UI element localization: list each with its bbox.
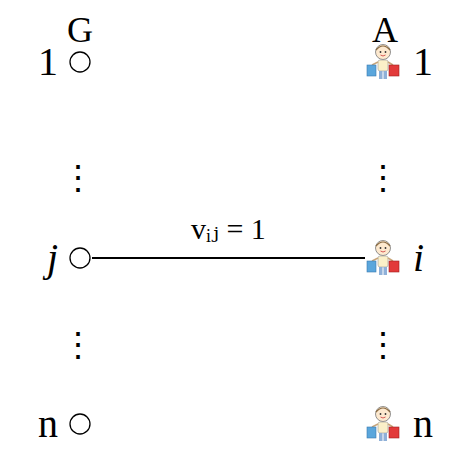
ellipsis-mark: ⋮ bbox=[366, 328, 400, 362]
shopper-icon bbox=[365, 238, 401, 278]
vertex-node: j bbox=[47, 238, 92, 278]
edge-line bbox=[92, 257, 365, 259]
vertex-index: n bbox=[413, 404, 433, 444]
agent-node: n bbox=[365, 404, 433, 444]
vertex-index: n bbox=[38, 404, 58, 444]
column-header: A bbox=[372, 12, 398, 48]
column-header: G bbox=[67, 12, 93, 48]
vertex-node: 1 bbox=[38, 42, 92, 82]
ellipsis-mark: ⋮ bbox=[366, 161, 400, 195]
vertex-index: i bbox=[413, 238, 424, 278]
vertex-circle bbox=[68, 246, 92, 270]
vertex-index: 1 bbox=[413, 42, 433, 82]
agent-node: i bbox=[365, 238, 424, 278]
shopper-icon bbox=[365, 42, 401, 82]
vertex-circle bbox=[68, 412, 92, 436]
edge-label: vᵢⱼ = 1 bbox=[189, 214, 268, 244]
vertex-circle bbox=[68, 50, 92, 74]
shopper-icon bbox=[365, 404, 401, 444]
ellipsis-mark: ⋮ bbox=[61, 328, 95, 362]
vertex-index: j bbox=[47, 238, 58, 278]
vertex-index: 1 bbox=[38, 42, 58, 82]
agent-node: 1 bbox=[365, 42, 433, 82]
ellipsis-mark: ⋮ bbox=[61, 161, 95, 195]
vertex-node: n bbox=[38, 404, 92, 444]
